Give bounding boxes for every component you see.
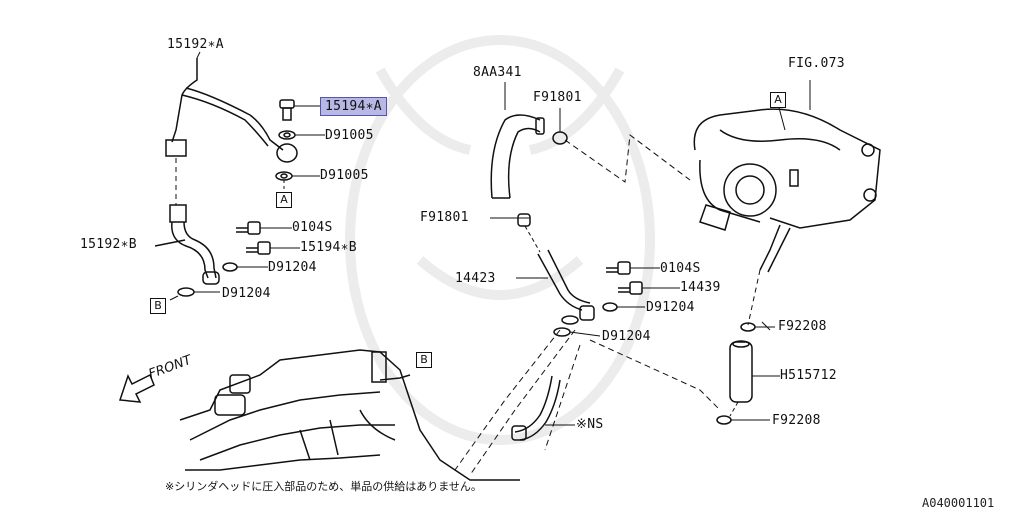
- bolt-0104s-upper: [169, 221, 300, 301]
- ref-box-a-right: A: [770, 92, 786, 108]
- pipe-15192a: [165, 58, 298, 163]
- label-0104s-upper[interactable]: 0104S: [292, 220, 333, 235]
- front-arrow: [118, 373, 155, 403]
- label-f92208-lower[interactable]: F92208: [772, 413, 821, 428]
- footnote: ※シリンダヘッドに圧入部品のため、単品の供給はありません。: [165, 480, 482, 493]
- diagram-code: A040001101: [922, 496, 995, 510]
- hose-h515712: [716, 321, 780, 425]
- label-fig073[interactable]: FIG.073: [788, 56, 845, 71]
- label-f91801-lower[interactable]: F91801: [420, 210, 469, 225]
- pipe-14423: [490, 213, 595, 337]
- ref-box-b-engine: B: [416, 352, 432, 368]
- pipe-15192b: [154, 204, 220, 285]
- bolt-14439: [569, 261, 680, 337]
- label-0104s-lower[interactable]: 0104S: [660, 261, 701, 276]
- label-d91204-lower-left[interactable]: D91204: [222, 286, 271, 301]
- label-d91204-right-lower[interactable]: D91204: [602, 329, 651, 344]
- watermark-emblem: [345, 35, 655, 445]
- hose-ns: [511, 375, 575, 441]
- label-d91204-right-upper[interactable]: D91204: [646, 300, 695, 315]
- bolt-15194a: [275, 99, 296, 181]
- label-15192b[interactable]: 15192∗B: [80, 237, 137, 252]
- label-14439[interactable]: 14439: [680, 280, 721, 295]
- ref-box-a-left: A: [276, 192, 292, 208]
- hose-8aa341: [490, 82, 691, 199]
- label-15192a[interactable]: 15192∗A: [167, 37, 224, 52]
- label-ns[interactable]: ※NS: [576, 417, 604, 432]
- label-d91005-lower[interactable]: D91005: [320, 168, 369, 183]
- label-f91801-upper[interactable]: F91801: [533, 90, 582, 105]
- label-d91204-upper-left[interactable]: D91204: [268, 260, 317, 275]
- label-15194a[interactable]: 15194∗A: [320, 97, 387, 116]
- cylinder-head: [179, 349, 520, 481]
- label-15194b[interactable]: 15194∗B: [300, 240, 357, 255]
- label-8aa341[interactable]: 8AA341: [473, 65, 522, 80]
- label-h515712[interactable]: H515712: [780, 368, 837, 383]
- label-d91005-upper[interactable]: D91005: [325, 128, 374, 143]
- label-14423[interactable]: 14423: [455, 271, 496, 286]
- label-f92208-upper[interactable]: F92208: [778, 319, 827, 334]
- ref-box-b-left: B: [150, 298, 166, 314]
- turbocharger: [693, 80, 881, 326]
